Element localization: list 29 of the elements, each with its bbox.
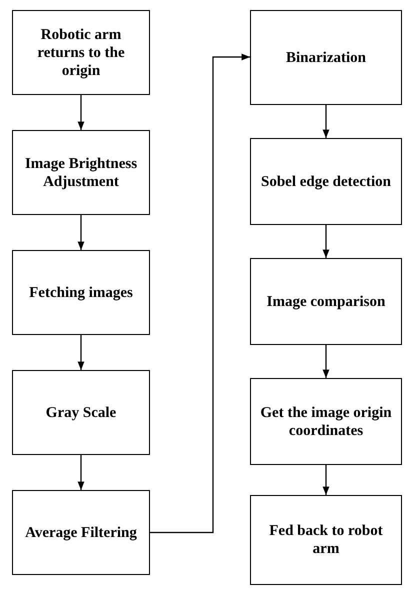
step-label: Sobel edge detection	[261, 172, 391, 190]
process-box	[12, 250, 150, 335]
arrow	[322, 345, 330, 378]
process-box	[250, 495, 402, 585]
step-label: Image Brightness Adjustment	[24, 154, 138, 190]
arrow	[78, 95, 84, 130]
step-label: Binarization	[286, 48, 366, 66]
process-box	[12, 130, 150, 215]
step-label: Fed back to robot arm	[268, 522, 384, 558]
step-label: Fetching images	[29, 284, 133, 302]
process-box	[12, 370, 150, 455]
arrow	[322, 225, 330, 258]
process-box	[250, 138, 402, 225]
arrow	[78, 455, 84, 490]
step-label: Image comparison	[266, 292, 386, 310]
step-label: Gray Scale	[46, 404, 116, 422]
arrow	[78, 335, 84, 370]
arrow	[322, 105, 330, 138]
process-box	[250, 378, 402, 465]
process-box	[250, 10, 402, 105]
process-box	[250, 258, 402, 345]
arrow	[78, 215, 84, 250]
process-box	[12, 490, 150, 575]
step-label: Robotic arm returns to the origin	[36, 26, 126, 80]
arrow	[322, 465, 330, 495]
process-box	[12, 10, 150, 95]
arrow	[150, 54, 250, 534]
step-label: Get the image origin coordinates	[259, 404, 393, 440]
step-label: Average Filtering	[25, 524, 137, 542]
